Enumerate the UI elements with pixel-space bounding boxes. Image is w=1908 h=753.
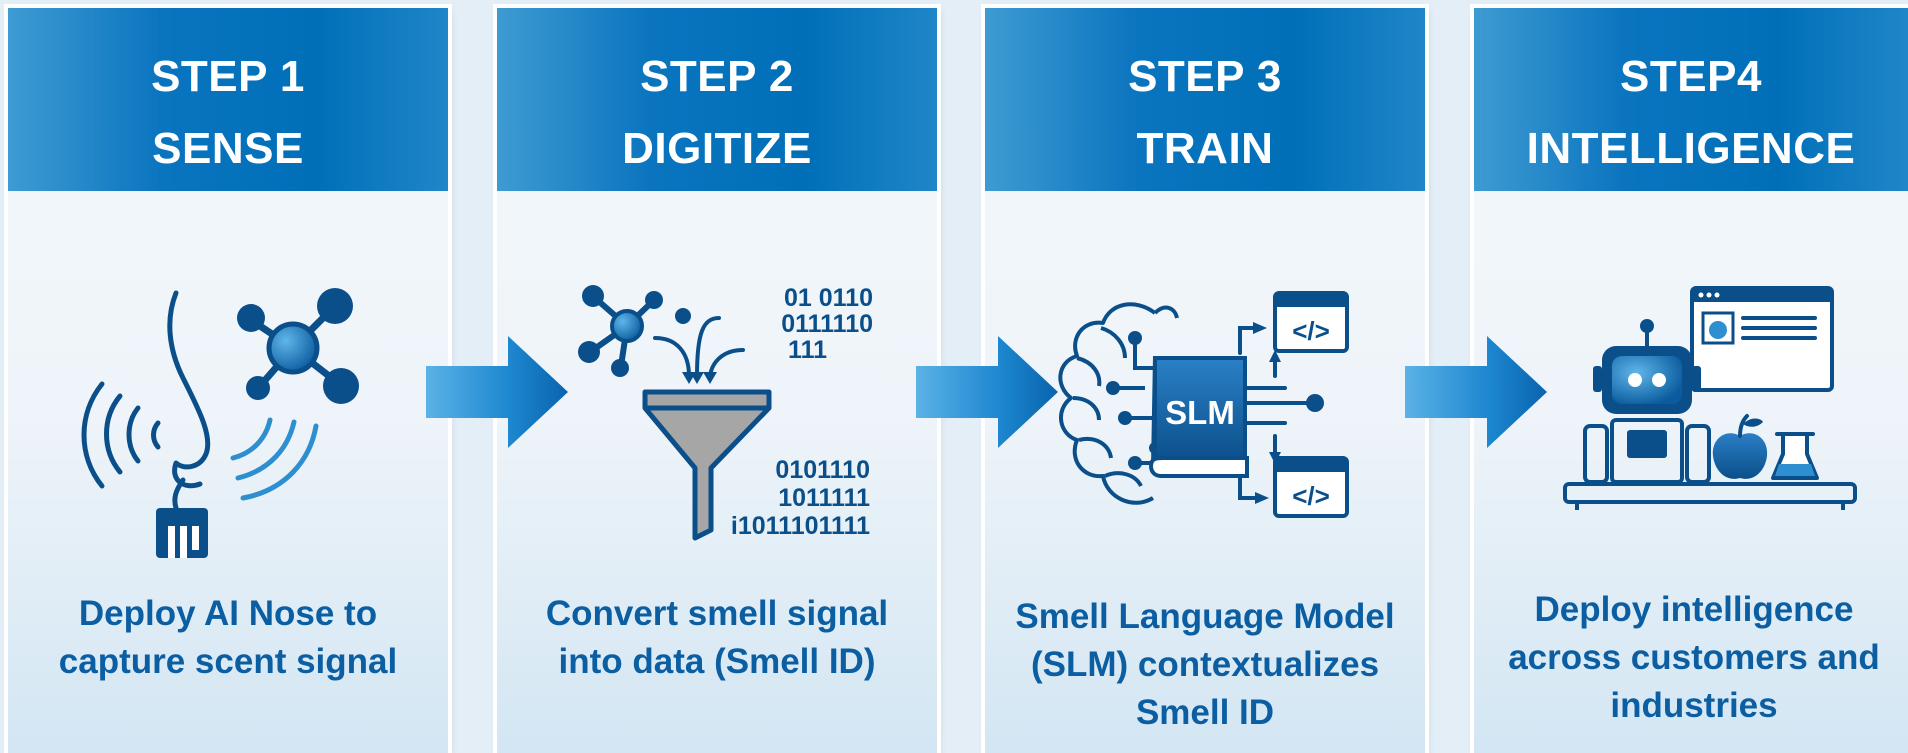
step-2-to-3-arrow-icon bbox=[916, 336, 1058, 448]
step-3-to-4-arrow-icon bbox=[1405, 336, 1547, 448]
binary-output-line: 1011111 bbox=[778, 484, 870, 512]
step-1-title: SENSE bbox=[152, 124, 304, 173]
step-2-header: STEP 2 DIGITIZE bbox=[497, 8, 937, 191]
step-2-description: Convert smell signal into data (Smell ID… bbox=[507, 590, 927, 686]
step-1-description-line: Deploy AI Nose to bbox=[78, 594, 378, 633]
step-2-description-line: Convert smell signal bbox=[545, 594, 889, 633]
slm-book-label: SLM bbox=[1165, 394, 1235, 431]
nose-sensor-molecule-icon bbox=[81, 288, 359, 558]
binary-output-line: 0101110 bbox=[775, 456, 870, 484]
binary-input-line: 111 bbox=[788, 336, 827, 364]
step-2-number: STEP 2 bbox=[640, 52, 794, 101]
binary-input-line: 01 0110 bbox=[784, 284, 873, 312]
code-window-label: </> bbox=[1292, 481, 1330, 511]
step-1-number: STEP 1 bbox=[151, 52, 305, 101]
step-1-panel: STEP 1 SENSE bbox=[8, 8, 448, 753]
step-3-header: STEP 3 TRAIN bbox=[985, 8, 1425, 191]
step-3-description-line: Smell ID bbox=[1135, 693, 1275, 732]
binary-output-line: i1011101111 bbox=[731, 512, 870, 540]
step-4-description-line: across customers and bbox=[1508, 638, 1880, 677]
molecule-funnel-binary-icon: 01 0110 0111110 111 0101110 1011111 i101… bbox=[578, 284, 873, 541]
step-4-header: STEP4 INTELLIGENCE bbox=[1474, 8, 1908, 191]
step-1-description-line: capture scent signal bbox=[58, 642, 398, 681]
step-1-header: STEP 1 SENSE bbox=[8, 8, 448, 191]
step-4-description: Deploy intelligence across customers and… bbox=[1484, 586, 1904, 730]
step-4-description-line: Deploy intelligence bbox=[1534, 590, 1854, 629]
step-3-description-line: (SLM) contextualizes bbox=[1030, 645, 1380, 684]
step-1-description: Deploy AI Nose to capture scent signal bbox=[18, 590, 438, 686]
step-3-description-line: Smell Language Model bbox=[1015, 597, 1395, 636]
step-2-description-line: into data (Smell ID) bbox=[558, 642, 876, 681]
code-window-label: </> bbox=[1292, 316, 1330, 346]
step-3-panel: STEP 3 TRAIN S bbox=[985, 8, 1425, 753]
step-4-panel: STEP4 INTELLIGENCE bbox=[1474, 8, 1908, 753]
binary-input-line: 0111110 bbox=[781, 310, 873, 338]
step-3-description: Smell Language Model (SLM) contextualize… bbox=[995, 593, 1415, 737]
step-3-title: TRAIN bbox=[1136, 124, 1274, 173]
step-4-number: STEP4 bbox=[1620, 52, 1762, 101]
step-2-title: DIGITIZE bbox=[622, 124, 812, 173]
step-3-number: STEP 3 bbox=[1128, 52, 1282, 101]
step-2-panel: STEP 2 DIGITIZE 01 0110 0111 bbox=[497, 8, 937, 753]
brain-slm-book-code-icon: SLM </> </> bbox=[1058, 291, 1349, 518]
step-4-description-line: industries bbox=[1610, 686, 1778, 725]
step-4-title: INTELLIGENCE bbox=[1526, 124, 1856, 173]
step-1-to-2-arrow-icon bbox=[426, 336, 568, 448]
robot-dashboard-apple-flask-icon bbox=[1563, 286, 1857, 510]
